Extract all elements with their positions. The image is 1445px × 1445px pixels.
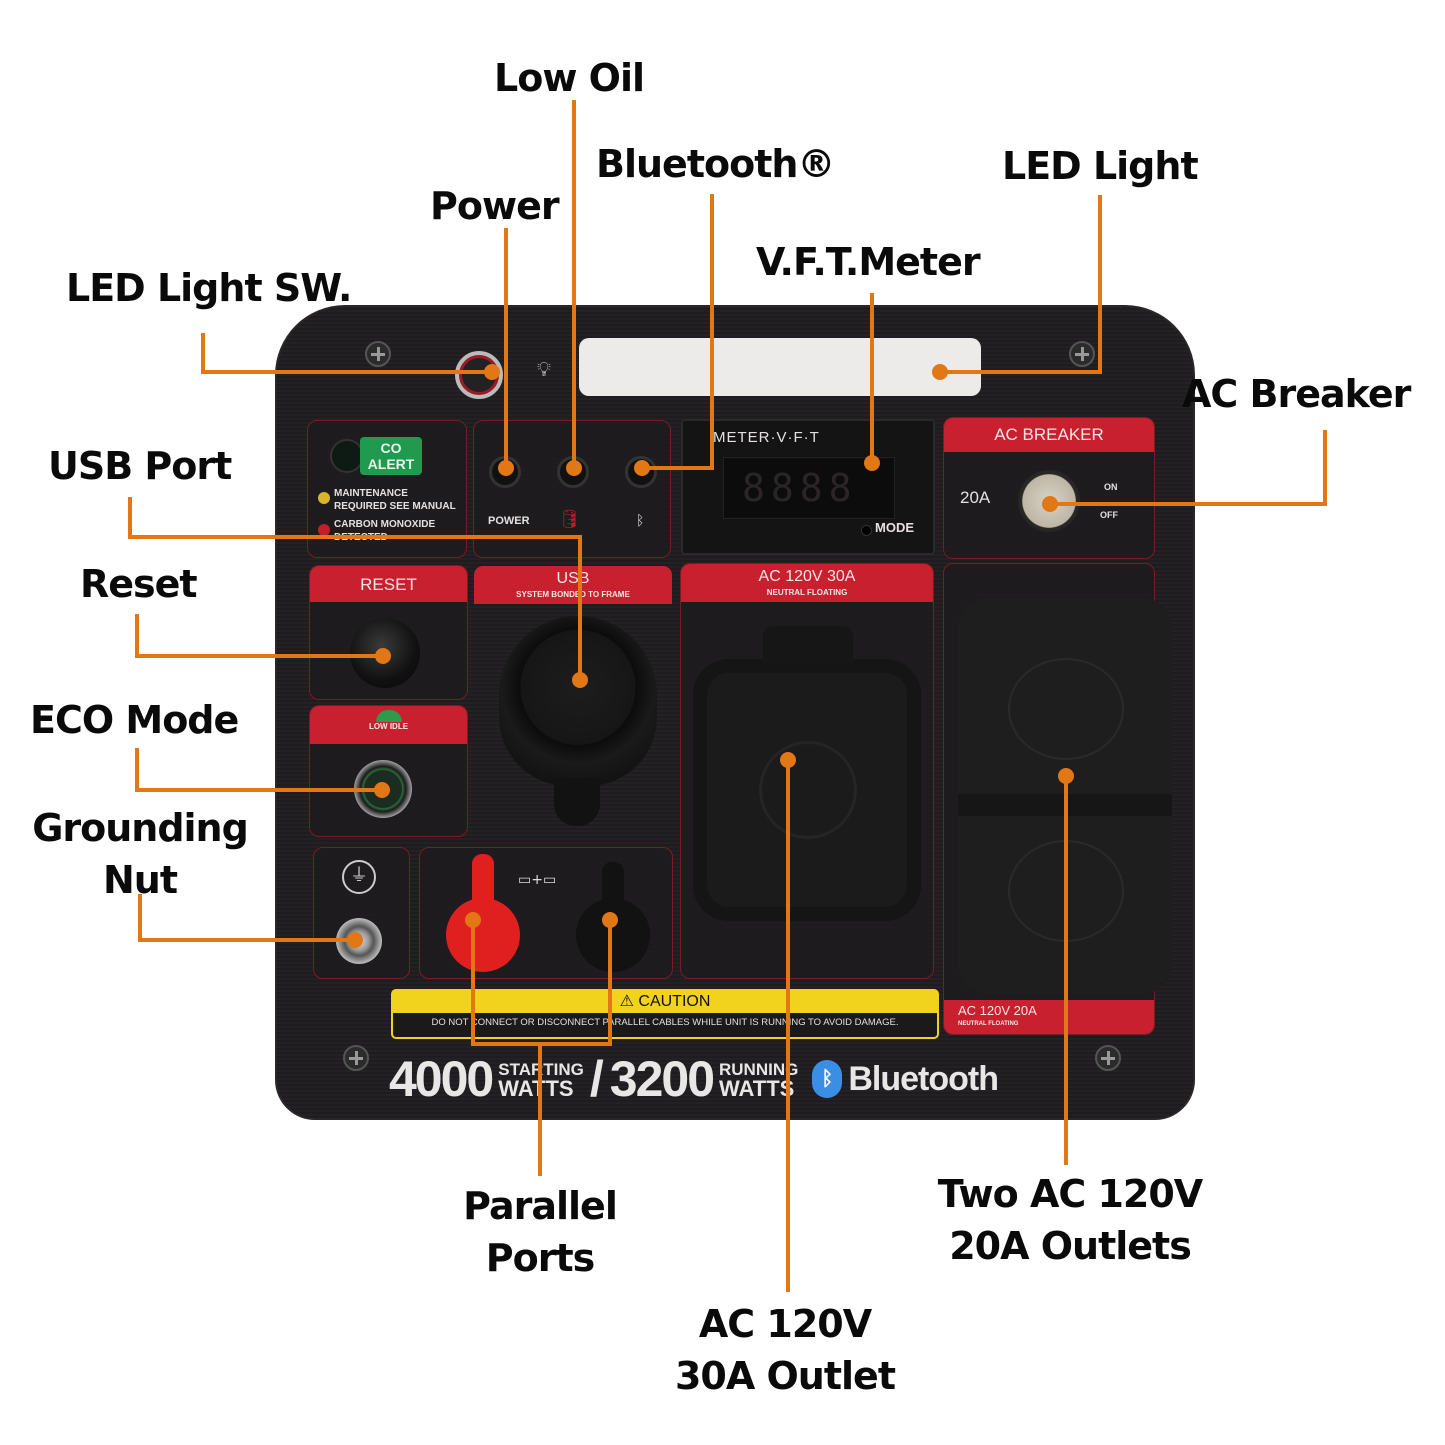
co-detected-label: CARBON MONOXIDE DETECTED: [334, 519, 436, 543]
callout-power: Power: [430, 184, 560, 228]
callout-usb-port: USB Port: [48, 444, 232, 488]
mode-label: MODE: [875, 520, 914, 535]
ac-30a-box: AC 120V 30A NEUTRAL FLOATING: [680, 563, 934, 979]
eco-mode-box: LOW IDLE: [309, 705, 468, 837]
callout-vft-meter: V.F.T.Meter: [756, 240, 981, 284]
reset-box: RESET: [309, 565, 468, 700]
screw-top-right: [1069, 341, 1095, 367]
parallel-red-port-cap[interactable]: [446, 898, 520, 972]
led-light-bar: [579, 338, 981, 396]
usb-cover-tab: [554, 778, 600, 826]
led-light-switch[interactable]: [455, 351, 503, 399]
mode-button[interactable]: [861, 525, 872, 536]
breaker-on-label: ON: [1104, 482, 1118, 492]
starting-watts-value: 4000: [389, 1051, 494, 1107]
ac-20a-footer: AC 120V 20A NEUTRAL FLOATING: [944, 1000, 1154, 1034]
usb-header: USB SYSTEM BONDED TO FRAME: [474, 566, 672, 604]
vft-meter: METER·V·F·T 8888 MODE: [681, 419, 935, 555]
grounding-box: ⏚: [313, 847, 410, 979]
meter-display: 8888: [723, 457, 895, 519]
power-label: POWER: [488, 515, 530, 527]
twist-lock-outlet-icon: [759, 741, 857, 839]
bluetooth-logo-icon: ᛒ: [812, 1060, 843, 1098]
duplex-outlet-top-icon: [1008, 658, 1124, 760]
parallel-ports-box: ▭+▭: [419, 847, 673, 979]
ac-20a-outlet-cover[interactable]: [958, 598, 1172, 994]
bluetooth-small-icon: ᛒ: [636, 513, 645, 529]
leaf-icon: [375, 710, 402, 722]
bluetooth-brand-text: Bluetooth: [848, 1059, 999, 1098]
low-idle-header: LOW IDLE: [310, 706, 467, 744]
caution-title: ⚠ CAUTION: [393, 991, 937, 1013]
co-alert-badge: CO ALERT: [360, 437, 422, 475]
usb-box: USB SYSTEM BONDED TO FRAME: [473, 565, 673, 837]
usb-port-cover[interactable]: [499, 616, 657, 786]
bulb-icon: 💡︎: [537, 357, 551, 381]
ac-30a-header: AC 120V 30A NEUTRAL FLOATING: [681, 564, 933, 602]
caution-label: ⚠ CAUTION DO NOT CONNECT OR DISCONNECT P…: [391, 989, 939, 1039]
callout-reset: Reset: [80, 562, 198, 606]
ac-30a-outlet-cover[interactable]: [693, 659, 921, 921]
running-watts-value: 3200: [609, 1051, 715, 1107]
ac-30a-cover-tab: [763, 626, 853, 666]
duplex-outlet-bottom-icon: [1008, 840, 1124, 942]
outlet-cover-divider: [958, 794, 1172, 816]
watts-separator: /: [589, 1051, 604, 1107]
breaker-off-label: OFF: [1100, 510, 1118, 520]
reset-header: RESET: [310, 566, 467, 602]
parallel-black-port-cap[interactable]: [576, 898, 650, 972]
callout-ac-20a-outlets: Two AC 120V 20A Outlets: [937, 1172, 1203, 1268]
callout-ac-breaker: AC Breaker: [1182, 372, 1411, 416]
power-indicator-lamp: [489, 456, 521, 488]
ground-symbol-icon: ⏚: [342, 860, 376, 894]
parallel-red-cap-tab: [472, 854, 494, 904]
eco-mode-switch[interactable]: [354, 760, 412, 818]
callout-grounding-nut: Grounding Nut: [32, 806, 249, 902]
callout-bluetooth: Bluetooth®: [596, 142, 835, 186]
callout-eco-mode: ECO Mode: [30, 698, 239, 742]
maintenance-dot: [318, 492, 330, 504]
callout-parallel-ports: Parallel Ports: [463, 1184, 618, 1280]
ac-breaker-button[interactable]: [1018, 470, 1080, 532]
screw-top-left: [365, 341, 391, 367]
running-watts-label: RUNNING WATTS: [719, 1060, 799, 1101]
callout-led-light-sw: LED Light SW.: [66, 266, 352, 310]
wattage-banner: 4000 STARTING WATTS / 3200 RUNNING WATTS…: [389, 1047, 1089, 1111]
screw-bottom-left: [343, 1045, 369, 1071]
meter-label: METER·V·F·T: [713, 429, 820, 446]
bluetooth-indicator-lamp: [625, 456, 657, 488]
parallel-black-cap-tab: [602, 862, 624, 904]
starting-watts-label: STARTING WATTS: [498, 1060, 584, 1101]
reset-button[interactable]: [350, 618, 420, 688]
callout-led-light: LED Light: [1002, 144, 1199, 188]
parallel-connection-icon: ▭+▭: [518, 872, 557, 888]
ac-20a-box: AC 120V 20A NEUTRAL FLOATING: [943, 563, 1172, 1035]
grounding-nut[interactable]: [336, 918, 382, 964]
low-oil-indicator-lamp: [557, 456, 589, 488]
ac-breaker-header: AC BREAKER: [944, 418, 1154, 452]
caution-text: DO NOT CONNECT OR DISCONNECT PARALLEL CA…: [431, 1017, 899, 1028]
callout-ac-30a-outlet: AC 120V 30A Outlet: [674, 1302, 896, 1398]
indicator-lights-box: POWER 🛢︎ ᛒ: [473, 420, 671, 558]
generator-control-panel: 💡︎ CO ALERT MAINTENANCE REQUIRED SEE MAN…: [275, 305, 1195, 1120]
co-detected-dot: [318, 524, 330, 536]
co-indicator-lamp: [330, 439, 364, 473]
meter-digits: 8888: [742, 466, 858, 510]
co-alert-box: CO ALERT MAINTENANCE REQUIRED SEE MANUAL…: [307, 420, 467, 558]
screw-bottom-right: [1095, 1045, 1121, 1071]
breaker-rating: 20A: [960, 488, 991, 507]
maintenance-label: MAINTENANCE REQUIRED SEE MANUAL: [334, 488, 456, 512]
callout-low-oil: Low Oil: [494, 56, 645, 100]
oil-can-icon: 🛢︎: [558, 509, 581, 530]
ac-breaker-box: AC BREAKER 20A ON OFF: [943, 417, 1155, 559]
